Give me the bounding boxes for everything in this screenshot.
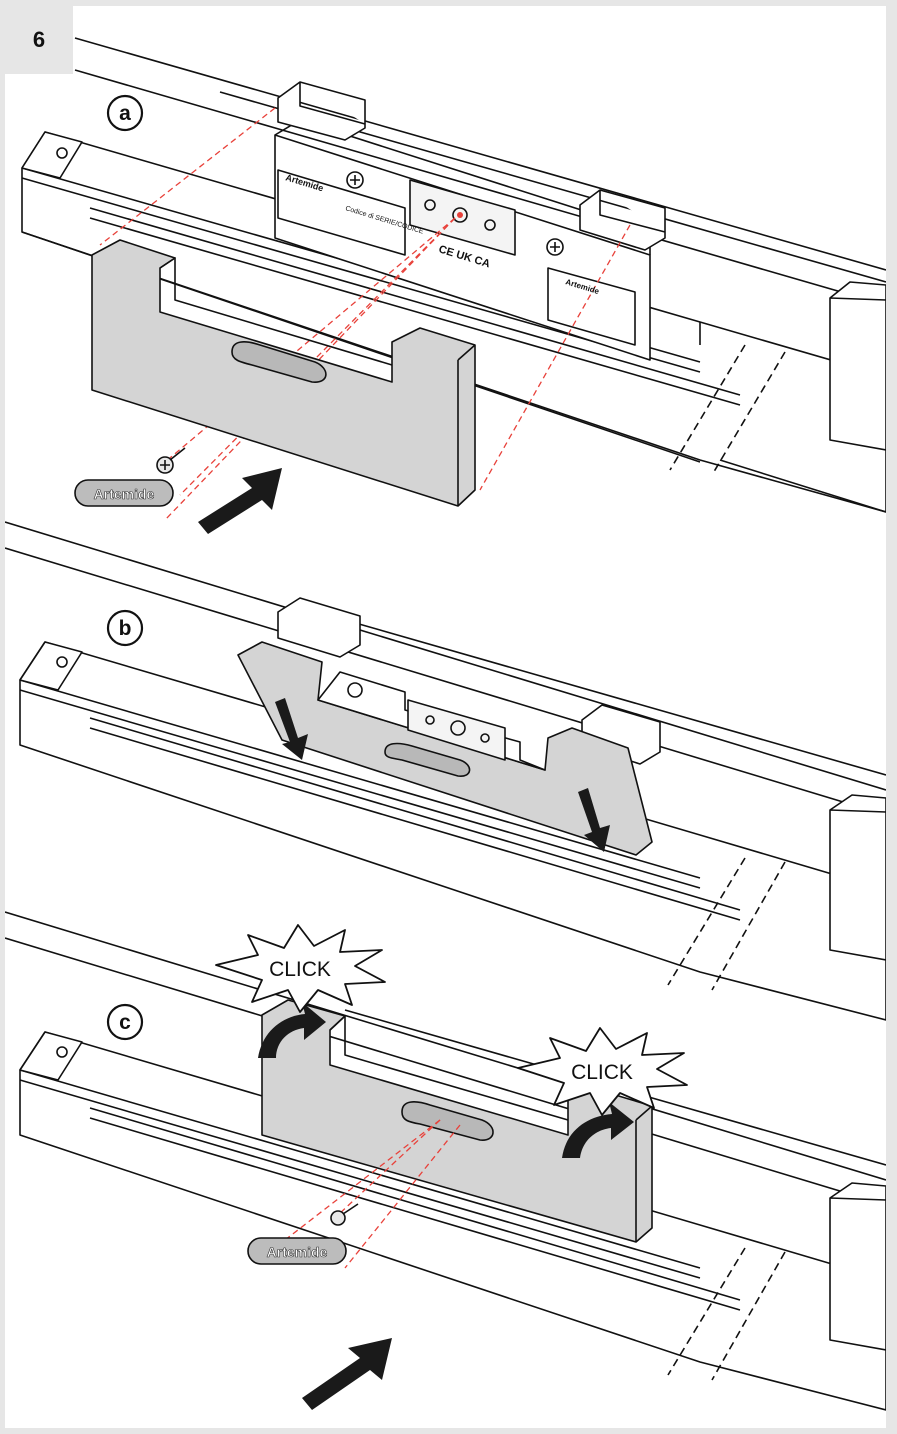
down-arrow-right [578, 788, 610, 852]
push-arrow-c [302, 1338, 392, 1410]
track-end-cap-c [19, 1031, 83, 1081]
guide-lines-c [284, 1119, 461, 1269]
break-lines [669, 344, 786, 476]
click-text-right: CLICK [571, 1061, 633, 1084]
housing-screw-right [546, 238, 564, 256]
track-groove-lines-b [19, 679, 741, 921]
click-arrow-right [562, 1102, 634, 1158]
clip-left-b [277, 597, 361, 658]
click-text-left: CLICK [269, 958, 331, 981]
track-profile-b [19, 641, 886, 1021]
plate-screw-b [450, 720, 466, 736]
panel-b-label-circle [106, 609, 144, 647]
end-cap-screw-c [56, 1046, 68, 1058]
end-block-c [829, 1182, 886, 1351]
housing-label [277, 169, 406, 256]
panel-a: Artemide a [21, 37, 886, 534]
plate-screw-center-dot [457, 212, 463, 218]
badge-a: Artemide [74, 479, 174, 507]
down-arrow-left [275, 698, 308, 760]
housing-screw-left [346, 171, 364, 189]
end-block-b [829, 794, 886, 961]
clip-right [579, 189, 666, 251]
badge-c: Artemide [247, 1237, 347, 1265]
click-arrow-left [258, 1002, 326, 1058]
end-cap-screw [56, 147, 68, 159]
push-arrow-a [198, 468, 282, 534]
click-burst-right [517, 1027, 688, 1116]
break-lines-c [667, 1247, 786, 1381]
track-end-cap-b [19, 641, 83, 691]
cover-a-edges [159, 257, 476, 506]
cover-a-slot [231, 341, 327, 383]
cover-c-slot [401, 1101, 494, 1141]
panel-c-label: c [119, 1011, 131, 1034]
cover-b-slot [384, 742, 471, 777]
driver-plate [409, 179, 516, 256]
housing-screw-right-cross [550, 242, 560, 252]
cover-b-plate [407, 699, 506, 761]
break-lines-b [667, 857, 786, 991]
plate-screw-center [452, 207, 468, 223]
panel-b: b [5, 521, 886, 1021]
panel-a-label: a [119, 102, 131, 125]
end-cap-screw-b [56, 656, 68, 668]
track-groove-lines-c [19, 1069, 741, 1311]
badge-a-text: Artemide [94, 486, 155, 502]
cover-b [237, 641, 653, 856]
clip-left [277, 81, 366, 141]
screw-c [330, 1203, 359, 1226]
plate-hole-b-left [425, 715, 435, 725]
panel-c: Artemide CLICK CLICK c [5, 911, 886, 1411]
badge-c-text: Artemide [267, 1244, 328, 1260]
screw-a [156, 447, 186, 474]
track-profile-c [19, 1031, 886, 1411]
housing-label-right [547, 267, 636, 346]
end-block [829, 281, 886, 451]
housing-screw-left-cross [350, 175, 360, 185]
rail-back-lines-b [5, 521, 886, 816]
plate-hole-left [424, 199, 436, 211]
track-end-cap [21, 131, 83, 179]
housing-screw-b [347, 682, 363, 698]
step-tab: 6 [5, 6, 73, 74]
plate-hole-right [484, 219, 496, 231]
panel-a-label-circle [106, 94, 144, 132]
click-burst-left [215, 924, 386, 1013]
panel-c-label-circle [106, 1003, 144, 1041]
step-number: 6 [32, 27, 46, 52]
panel-b-label: b [119, 617, 132, 640]
plate-hole-b-right [480, 733, 490, 743]
cover-c-edges [329, 1015, 653, 1242]
